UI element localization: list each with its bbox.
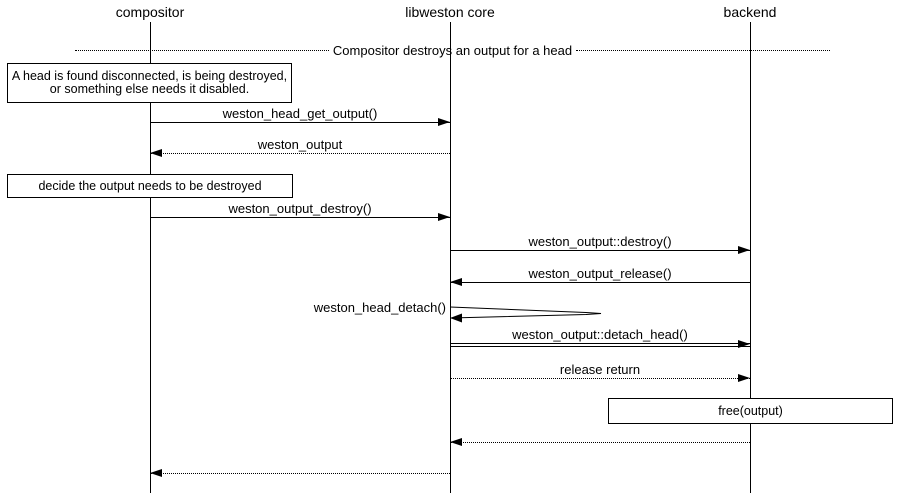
- divider-line-right: [576, 50, 831, 51]
- message-release-return: release return: [450, 362, 750, 382]
- note-decide-destroy: decide the output needs to be destroyed: [7, 174, 293, 198]
- divider-line-left: [75, 50, 329, 51]
- arrowhead-left-icon: [150, 149, 162, 157]
- note-free-output-text: free(output): [718, 403, 783, 418]
- double-line: [450, 343, 750, 347]
- message-weston-output-return: weston_output: [150, 137, 450, 157]
- message-label: weston_output: [257, 137, 343, 152]
- message-weston-output-release: weston_output_release(): [450, 266, 750, 286]
- message-weston-head-detach-label: weston_head_detach(): [313, 300, 446, 315]
- message-label: weston_output::detach_head(): [512, 327, 688, 342]
- actor-label-backend: backend: [723, 4, 777, 20]
- message-label: weston_output_destroy(): [228, 201, 372, 216]
- lifeline-compositor: [150, 22, 151, 493]
- message-return-to-compositor: [150, 457, 450, 477]
- arrowhead-right-icon: [438, 213, 450, 221]
- actor-label-compositor: compositor: [115, 4, 185, 20]
- message-weston-output-destroy: weston_output_destroy(): [150, 201, 450, 221]
- arrowhead-left-icon: [150, 469, 162, 477]
- message-label: weston_head_get_output(): [222, 106, 378, 121]
- message-label: [450, 426, 750, 442]
- self-message-loop: [450, 306, 602, 323]
- arrowhead-right-icon: [738, 340, 750, 348]
- divider-title: Compositor destroys an output for a head: [332, 43, 573, 58]
- lifeline-backend: [750, 22, 751, 493]
- arrowhead-left-icon: [450, 278, 462, 286]
- message-weston-output-vfunc-destroy: weston_output::destroy(): [450, 234, 750, 254]
- arrowhead-right-icon: [738, 374, 750, 382]
- note-head-disconnected: A head is found disconnected, is being d…: [7, 63, 292, 103]
- arrowhead-right-icon: [738, 246, 750, 254]
- note-decide-destroy-text: decide the output needs to be destroyed: [38, 178, 262, 193]
- message-label: weston_output::destroy(): [528, 234, 672, 249]
- message-label: release return: [559, 362, 641, 377]
- message-label: weston_output_release(): [528, 266, 672, 281]
- note-free-output: free(output): [608, 398, 893, 424]
- arrowhead-left-icon: [450, 313, 462, 323]
- lifeline-libweston-core: [450, 22, 451, 493]
- message-weston-head-get-output: weston_head_get_output(): [150, 106, 450, 126]
- section-divider: Compositor destroys an output for a head: [75, 43, 831, 58]
- message-weston-output-detach-head: weston_output::detach_head(): [450, 327, 750, 348]
- arrowhead-left-icon: [450, 438, 462, 446]
- message-return-to-libweston: [450, 426, 750, 446]
- arrowhead-right-icon: [438, 118, 450, 126]
- actor-label-libweston-core: libweston core: [405, 4, 495, 20]
- note-head-disconnected-text: A head is found disconnected, is being d…: [11, 69, 288, 96]
- message-label: [150, 457, 450, 473]
